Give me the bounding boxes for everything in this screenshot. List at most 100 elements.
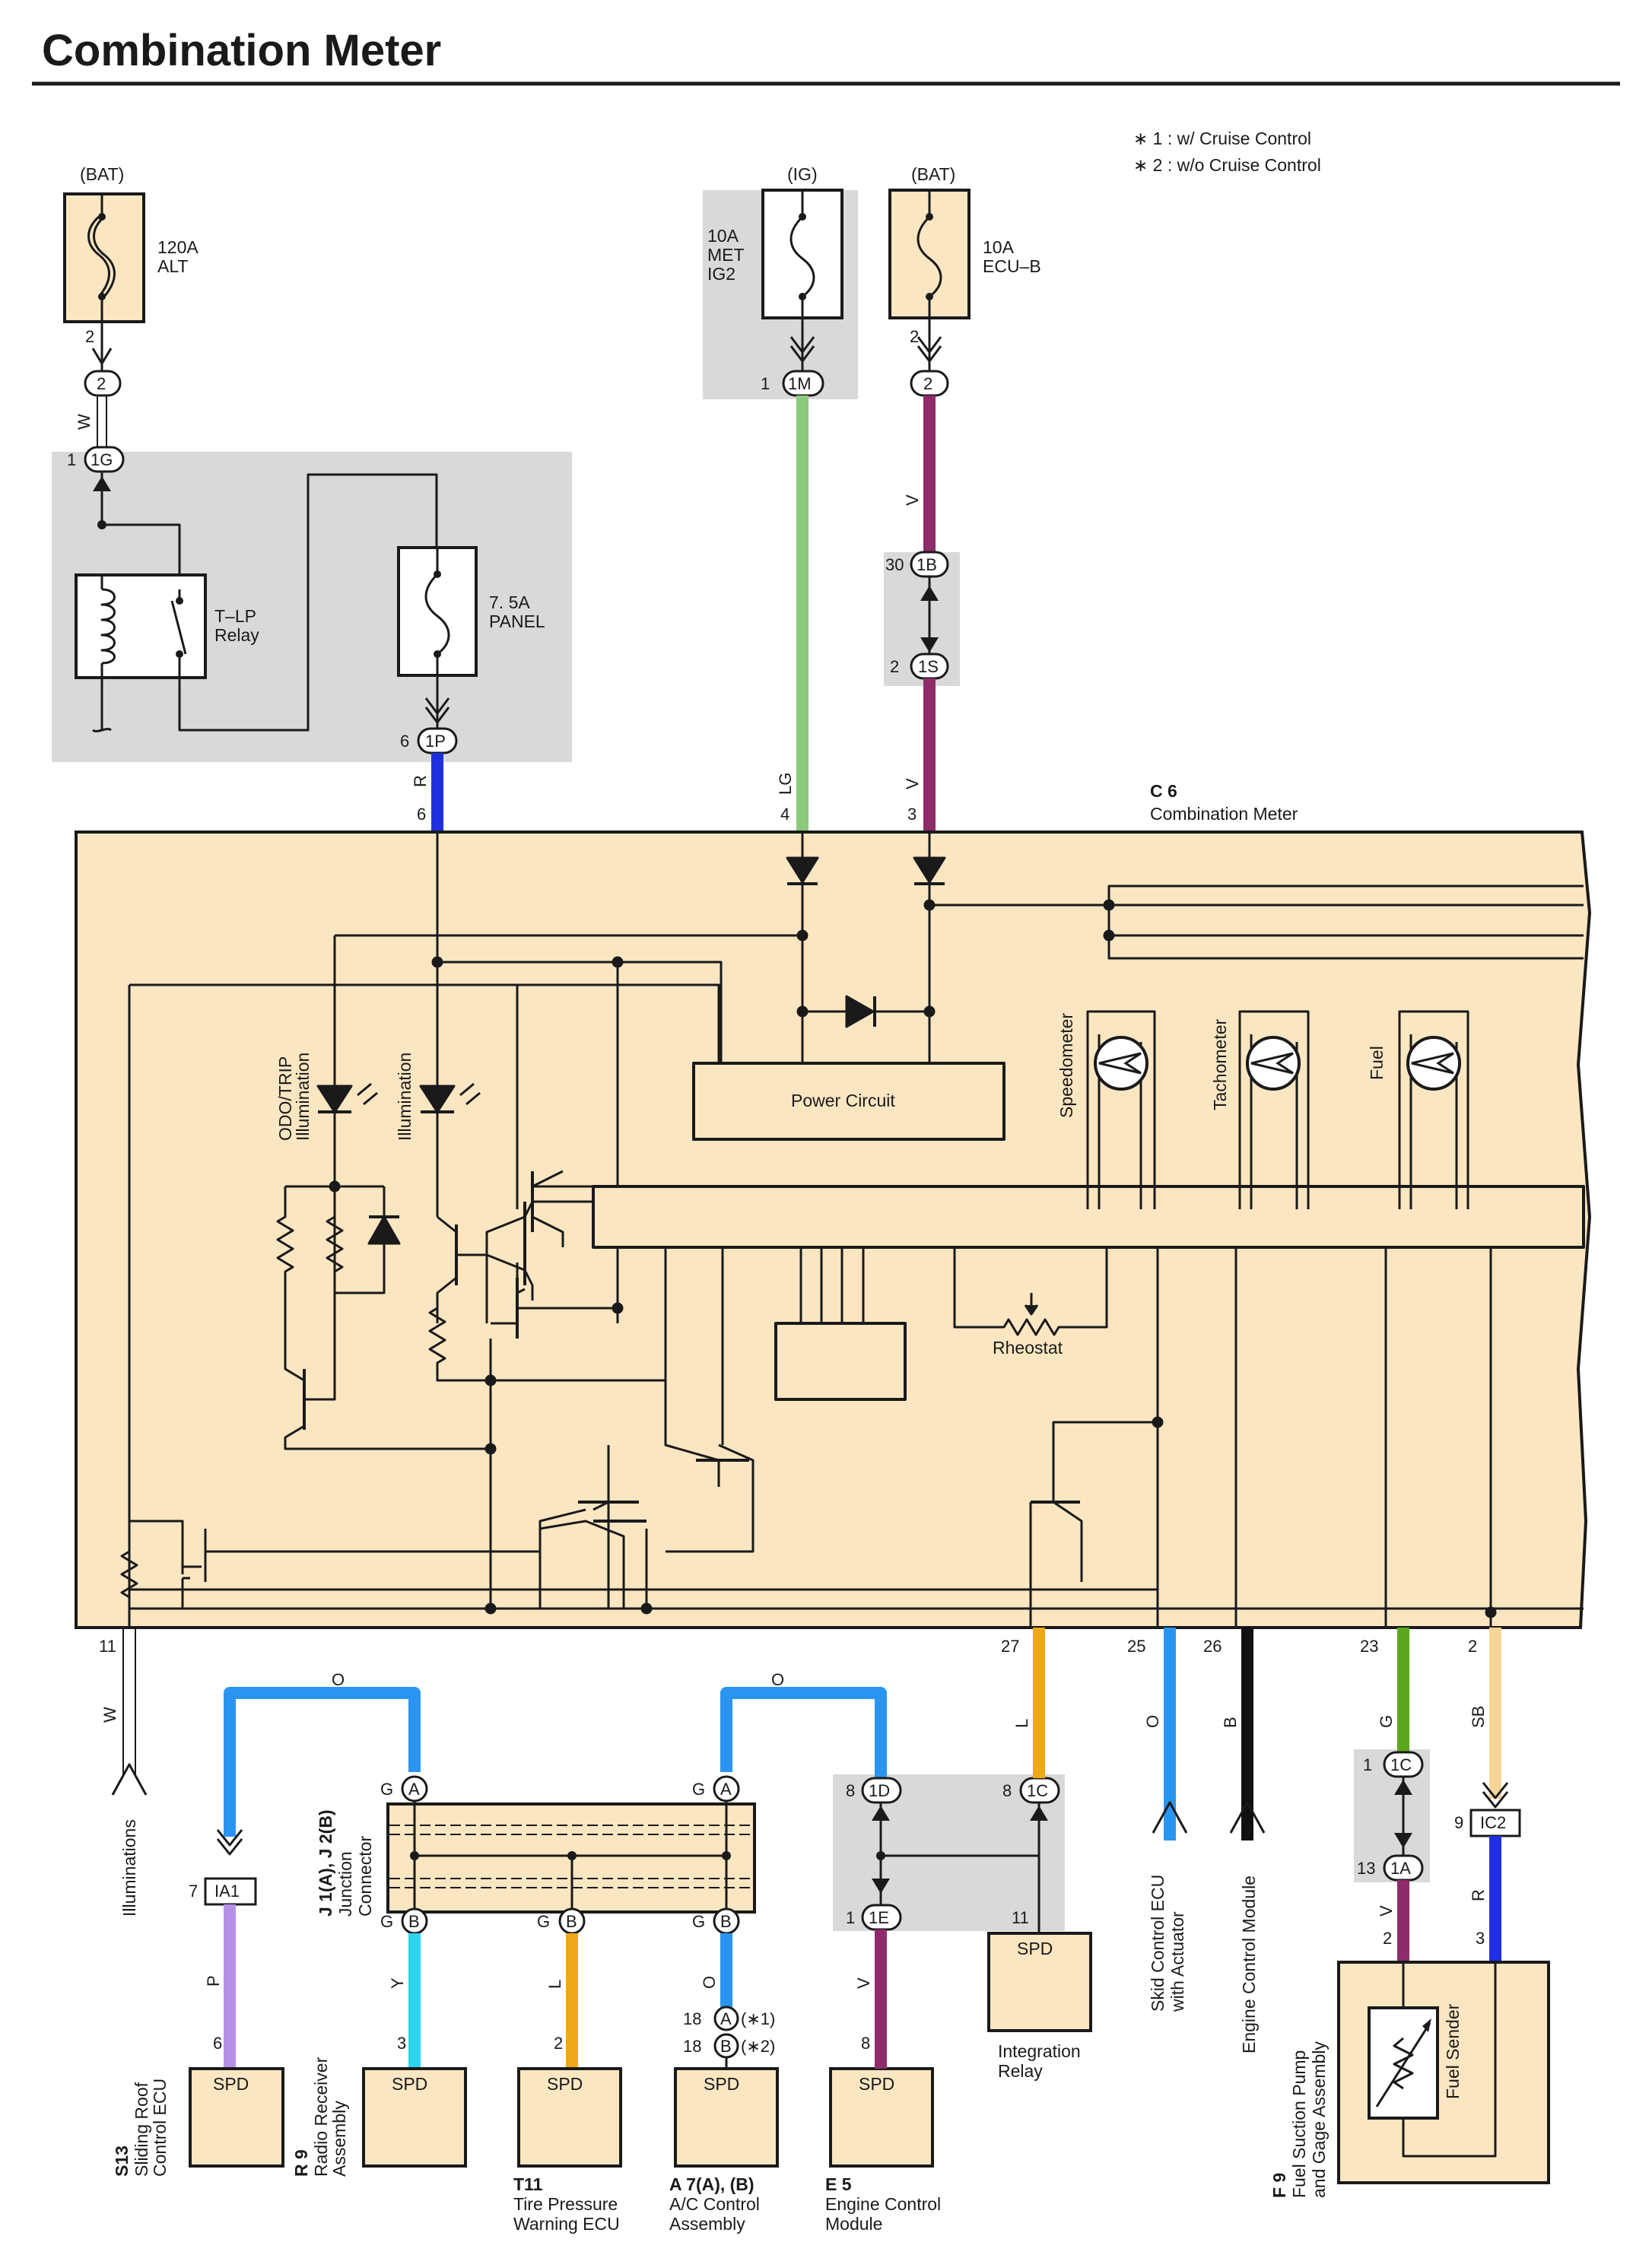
fuse-ecub-label-2: ECU–B <box>983 256 1041 276</box>
pin-a18-b: 18 <box>683 2037 701 2056</box>
svg-text:1C: 1C <box>1027 1781 1048 1800</box>
svg-text:1P: 1P <box>425 732 446 751</box>
junction-label-2: Junction <box>335 1851 355 1917</box>
svg-text:SPD: SPD <box>213 2074 249 2094</box>
s13-name-2: Control ECU <box>150 2079 170 2177</box>
pin-1s: 2 <box>890 657 899 676</box>
wire-label-o4: O <box>1143 1715 1162 1728</box>
fuse-10a-met <box>761 189 843 319</box>
pin-meter-26: 26 <box>1203 1637 1222 1656</box>
svg-text:SPD: SPD <box>859 2074 894 2094</box>
junction-label-3: Connector <box>355 1836 375 1917</box>
a7-name-1: A/C Control <box>669 2194 760 2214</box>
fuse-panel-label-1: 7. 5A <box>489 592 530 612</box>
label-odo-trip: ODO/TRIP <box>275 1056 295 1141</box>
a7-code: A 7(A), (B) <box>669 2174 755 2194</box>
junction-pin-b-2: B <box>558 1907 586 1935</box>
connector-2-ecub: 2 <box>910 370 949 397</box>
r9-name-2: Assembly <box>329 2101 349 2177</box>
pin-ga-1: G <box>380 1780 393 1799</box>
skid-label-1: Skid Control ECU <box>1148 1875 1168 2012</box>
page-title: Combination Meter <box>42 26 441 75</box>
svg-text:A: A <box>720 1780 732 1799</box>
r9-code: R 9 <box>291 2149 311 2177</box>
svg-text:IA1: IA1 <box>214 1882 240 1901</box>
connector-1b: 1B <box>910 551 949 578</box>
pin-f9-2: 2 <box>1383 1929 1392 1948</box>
fuse-10a-ecu-b <box>888 189 971 319</box>
note-star-2: (∗2) <box>741 2037 775 2056</box>
pin-meter-23: 23 <box>1360 1637 1378 1656</box>
svg-text:A: A <box>720 2009 732 2028</box>
wire-label-o2: O <box>771 1670 784 1689</box>
svg-text:2: 2 <box>923 374 932 393</box>
tachometer-gauge <box>1246 1036 1301 1091</box>
fuse-7-5a-panel <box>397 546 478 677</box>
pin-ga-2: G <box>692 1780 705 1799</box>
fuse-met-label-2: MET <box>707 245 745 265</box>
svg-text:SPD: SPD <box>547 2074 583 2094</box>
wire-label-g: G <box>1377 1715 1396 1728</box>
note-star-1: (∗1) <box>741 2009 775 2028</box>
meter-internal-circuit <box>128 832 1585 1628</box>
pin-alt: 2 <box>85 327 94 346</box>
power-bat-2: (BAT) <box>911 164 955 184</box>
t11-code: T11 <box>513 2174 543 2194</box>
f9-name-1: Fuel Suction Pump <box>1289 2050 1309 2198</box>
connector-1g: 1G <box>84 446 125 473</box>
illum-resistor <box>120 1521 138 1628</box>
connector-2-alt: 2 <box>84 370 122 397</box>
label-power-circuit: Power Circuit <box>791 1091 895 1110</box>
label-odo-illumination: Illumination <box>293 1053 313 1141</box>
svg-text:1S: 1S <box>918 657 939 676</box>
pin-a18-a: 18 <box>683 2009 701 2028</box>
pin-ic2: 9 <box>1454 1813 1463 1832</box>
fuse-alt-label-1: 120A <box>157 237 199 257</box>
label-speedometer: Speedometer <box>1056 1013 1076 1118</box>
wire-label-l1: L <box>545 1980 564 1989</box>
connector-ia1: IA1 <box>204 1877 257 1906</box>
svg-text:1D: 1D <box>869 1781 890 1800</box>
speedometer-gauge <box>1094 1036 1148 1091</box>
connector-ic2: IC2 <box>1469 1809 1521 1837</box>
junction-pin-a-left: A <box>401 1775 428 1802</box>
power-bat-1: (BAT) <box>80 164 124 184</box>
fuel-sender-label: Fuel Sender <box>1443 2003 1463 2099</box>
s13-name-1: Sliding Roof <box>132 2082 151 2177</box>
s13-spd-box: SPD <box>189 2067 284 2168</box>
pin-meter-3: 3 <box>907 805 917 824</box>
ecm-label: Engine Control Module <box>1239 1875 1259 2053</box>
wire-label-lg: LG <box>776 773 795 795</box>
wire-label-v1: V <box>903 494 922 506</box>
wire-label-sb: SB <box>1469 1706 1488 1728</box>
pin-met: 1 <box>761 374 770 393</box>
pin-gb-2: G <box>537 1912 550 1931</box>
pin-meter-6: 6 <box>417 805 426 824</box>
pin-meter-25: 25 <box>1127 1637 1145 1656</box>
wire-label-r: R <box>411 775 430 787</box>
pin-meter-11: 11 <box>99 1637 116 1656</box>
fuse-panel-label-2: PANEL <box>489 611 545 631</box>
svg-text:B: B <box>408 1912 420 1931</box>
wire-label-v2: V <box>903 778 922 789</box>
svg-text:1B: 1B <box>917 555 937 574</box>
label-rheostat: Rheostat <box>993 1338 1063 1358</box>
pin-r9: 3 <box>397 2034 406 2053</box>
pin-gb-1: G <box>380 1912 393 1931</box>
meter-name: Combination Meter <box>1150 804 1298 824</box>
junction-label-1: J 1(A), J 2(B) <box>316 1809 335 1917</box>
junction-pin-a-right: A <box>713 1775 740 1802</box>
integration-relay-label-1: Integration <box>998 2041 1081 2061</box>
a7-pin-b: B <box>713 2033 739 2059</box>
pin-1a: 13 <box>1357 1859 1375 1878</box>
a7-spd-box: SPD <box>674 2067 779 2168</box>
s13-code: S13 <box>112 2145 132 2177</box>
svg-text:B: B <box>720 1912 732 1931</box>
svg-text:SPD: SPD <box>704 2074 739 2094</box>
t11-name-2: Warning ECU <box>513 2214 620 2234</box>
f9-code: F 9 <box>1269 2173 1289 2198</box>
wire-w-illuminations <box>111 1628 148 1796</box>
connector-1p: 1P <box>417 727 458 754</box>
pin-e5: 8 <box>861 2034 870 2053</box>
t11-spd-box: SPD <box>517 2067 622 2168</box>
